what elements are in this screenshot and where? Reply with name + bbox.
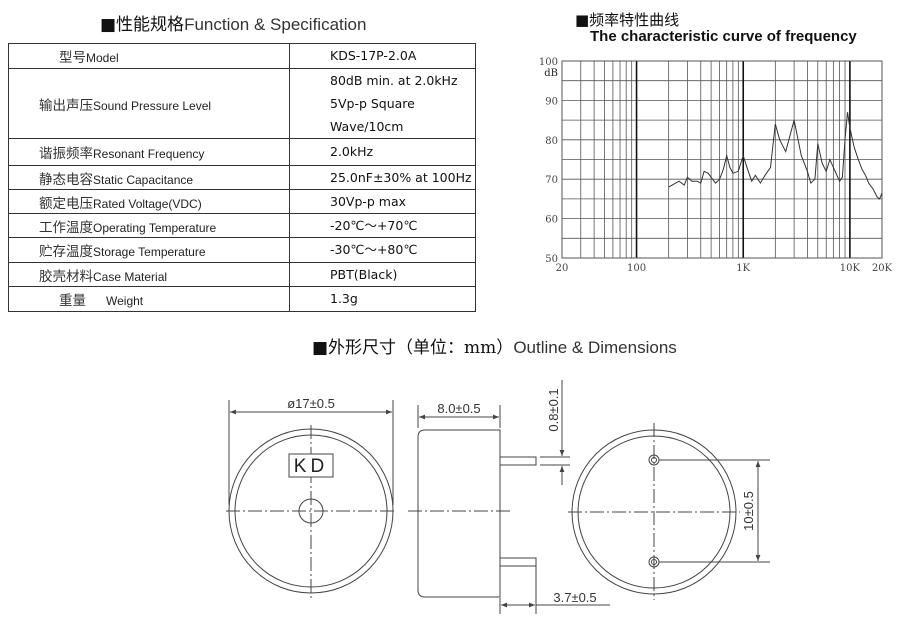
spec-row: 重量 Weight 1.3g	[8, 286, 476, 312]
spec-label-en: Operating Temperature	[93, 220, 217, 235]
spec-value-line: 5Vp-p Square Wave/10cm	[330, 96, 415, 134]
spec-value-line: 2.0kHz	[330, 144, 374, 159]
spec-label-en: Model	[86, 51, 119, 65]
spec-label: 额定电压Rated Voltage(VDC)	[8, 189, 290, 214]
spec-title: ■性能规格Function & Specification	[100, 10, 366, 35]
spec-value-line: PBT(Black)	[330, 266, 398, 282]
pin-diameter-dimension: 0.8±0.1	[546, 388, 561, 431]
spec-row: 静态电容Static Capacitance 25.0nF±30% at 100H…	[8, 165, 476, 190]
spec-label: 谐振频率Resonant Frequency	[8, 138, 290, 166]
spec-label-cn: 工作温度	[39, 219, 93, 236]
spec-value-line: 30Vp-p max	[330, 193, 407, 209]
pin-lower	[499, 557, 537, 567]
plot-frame	[561, 60, 883, 259]
spec-row: 贮存温度Storage Temperature -30℃～+80℃	[8, 237, 476, 263]
y-tick-label: 90	[545, 96, 558, 107]
spec-label: 贮存温度Storage Temperature	[8, 237, 290, 263]
x-tick-label: 20K	[872, 263, 893, 274]
series-line-spl	[668, 112, 883, 200]
spec-row: 谐振频率Resonant Frequency 2.0kHz	[8, 138, 476, 166]
spec-label: 重量 Weight	[8, 286, 290, 312]
spec-label-en: Storage Temperature	[93, 245, 206, 259]
spec-label-en: Static Capacitance	[93, 172, 194, 187]
pin-pitch-dimension: 10±0.5	[741, 491, 756, 531]
spec-label-en: Resonant Frequency	[93, 147, 205, 161]
outline-title-en: Outline & Dimensions	[513, 338, 677, 357]
y-tick-label: 60	[545, 215, 558, 226]
pin-length-dimension: 3.7±0.5	[553, 590, 596, 605]
spec-label-en: Rated Voltage(VDC)	[93, 196, 202, 211]
front-view: KD ø17±0.5	[226, 396, 396, 600]
curve-title-cn: ■频率特性曲线	[575, 11, 680, 29]
spec-value-line: 80dB min. at 2.0kHz	[330, 73, 458, 88]
spec-table: 型号Model KDS-17P-2.0A 输出声压Sound Pressure Le…	[8, 43, 476, 312]
spec-label: 输出声压Sound Pressure Level	[8, 68, 290, 139]
height-dimension: 8.0±0.5	[437, 401, 480, 416]
spec-row: 型号Model KDS-17P-2.0A	[8, 43, 476, 69]
diameter-dimension: ø17±0.5	[287, 396, 335, 411]
spec-value: 1.3g	[289, 286, 476, 312]
x-tick-label: 20	[556, 263, 569, 274]
x-tick-label: 1K	[736, 263, 750, 274]
x-tick-label: 10K	[840, 263, 861, 274]
back-view: 10±0.5	[568, 423, 770, 600]
spec-label-en: Case Material	[93, 269, 168, 284]
logo-box	[288, 453, 334, 478]
spec-label-cn: 谐振频率	[39, 146, 93, 162]
spec-value-line: 1.3g	[330, 291, 358, 306]
spec-value: 80dB min. at 2.0kHz 5Vp-p Square Wave/10c…	[289, 68, 476, 139]
outline-title-cn: ■外形尺寸（单位：mm）	[312, 338, 514, 358]
spec-title-en: Function & Specification	[184, 15, 367, 34]
y-tick-label: 50	[545, 254, 558, 265]
curve-title-en: The characteristic curve of frequency	[590, 28, 857, 45]
spec-title-cn: ■性能规格	[100, 15, 185, 35]
spec-label-cn: 静态电容	[39, 171, 93, 188]
y-tick-label: 80	[545, 136, 558, 147]
x-tick-label: 100	[627, 263, 646, 274]
spec-value: 30Vp-p max	[289, 189, 476, 214]
spec-label-cn: 输出声压	[39, 97, 93, 114]
spec-label-cn: 型号	[59, 50, 86, 66]
pin-upper	[499, 456, 537, 466]
y-tick-label: 100	[539, 57, 558, 68]
spec-label-cn: 贮存温度	[39, 244, 93, 260]
spec-value: KDS-17P-2.0A	[289, 43, 476, 69]
spec-value: 2.0kHz	[289, 138, 476, 166]
spec-value-line: 25.0nF±30% at 100Hz	[330, 169, 472, 185]
spec-value-line: -20℃～+70℃	[330, 217, 418, 233]
spec-value-line: KDS-17P-2.0A	[330, 48, 417, 63]
y-tick-label: 70	[545, 175, 558, 186]
spec-label: 工作温度Operating Temperature	[8, 213, 290, 238]
spec-label-en: Weight	[106, 294, 144, 308]
side-view: 8.0±0.5 0.8±0.1 3.7±0.5	[408, 380, 610, 614]
spec-label: 静态电容Static Capacitance	[8, 165, 290, 190]
spec-value: -30℃～+80℃	[289, 237, 476, 263]
y-axis-label: dB	[544, 68, 558, 79]
spec-label-cn: 胶壳材料	[39, 268, 93, 285]
spec-label-en: Sound Pressure Level	[93, 98, 212, 113]
spec-value-line: -30℃～+80℃	[330, 242, 418, 257]
logo-text: KD	[294, 456, 328, 477]
spec-row: 额定电压Rated Voltage(VDC) 30Vp-p max	[8, 189, 476, 214]
spec-label-cn: 额定电压	[39, 195, 93, 212]
spec-label-cn: 重量	[59, 293, 86, 309]
outline-title: ■外形尺寸（单位：mm）Outline & Dimensions	[312, 333, 677, 358]
